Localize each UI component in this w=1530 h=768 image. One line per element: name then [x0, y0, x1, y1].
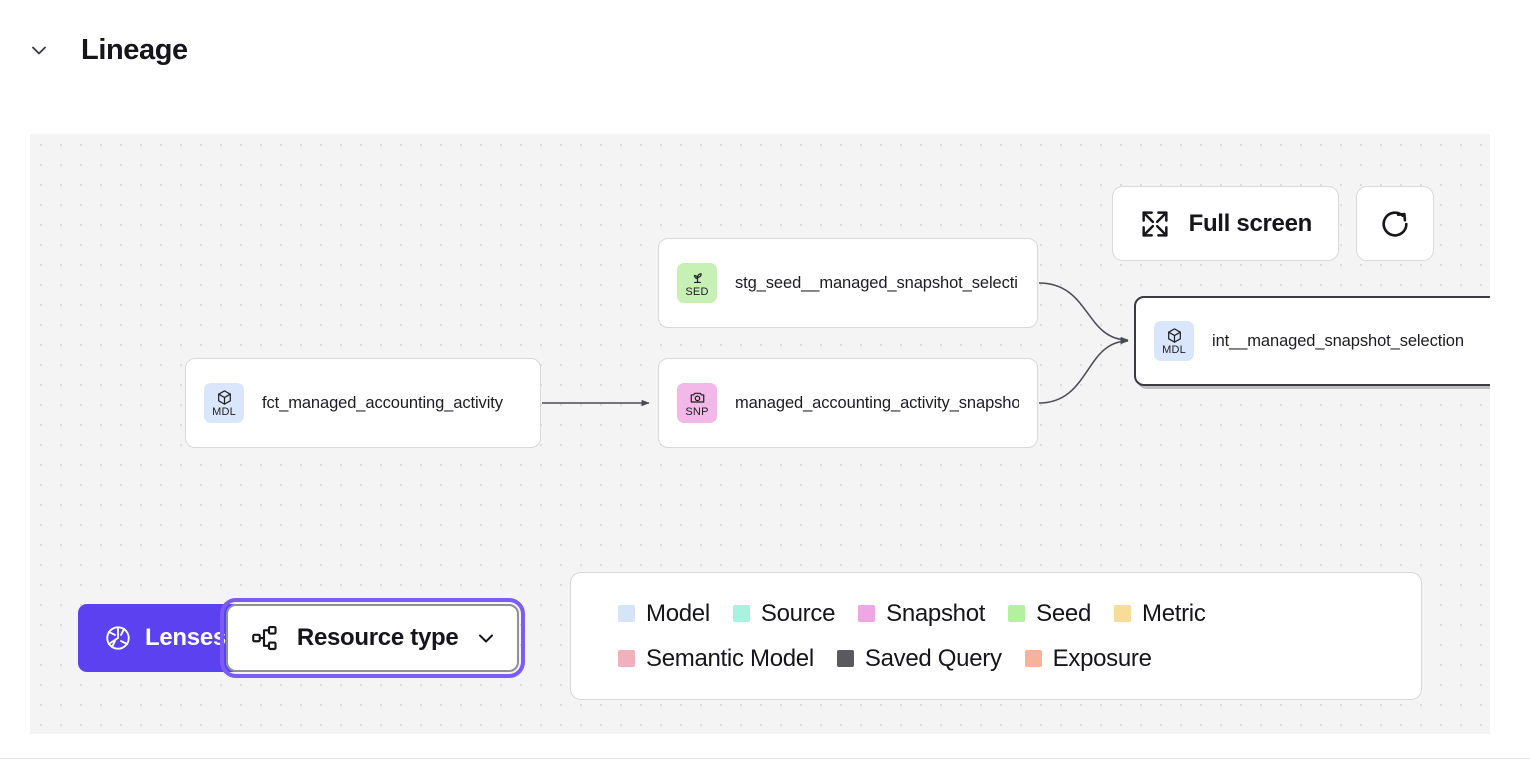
node-badge-seed: SED [677, 263, 717, 303]
expand-icon [1142, 210, 1168, 237]
legend-label: Semantic Model [646, 644, 814, 672]
lineage-node-model-int-selected[interactable]: MDL int__managed_snapshot_selection [1134, 296, 1490, 386]
legend-row-2: Semantic Model Saved Query Exposure [571, 636, 1421, 681]
legend-label: Seed [1036, 599, 1091, 627]
lineage-node-model-fct[interactable]: MDL fct_managed_accounting_activity [185, 358, 541, 448]
legend-item-source: Source [732, 599, 836, 628]
node-badge-abbr: MDL [212, 405, 236, 418]
node-badge-model: MDL [1154, 321, 1194, 361]
lineage-legend: Model Source Snapshot Seed Metric S [570, 572, 1422, 700]
refresh-icon [1382, 210, 1408, 237]
lineage-canvas[interactable]: MDL fct_managed_accounting_activity SED … [30, 134, 1490, 734]
legend-swatch [732, 605, 750, 622]
full-screen-button[interactable]: Full screen [1111, 186, 1339, 261]
chevron-down-icon[interactable] [19, 30, 59, 70]
legend-row-1: Model Source Snapshot Seed Metric [571, 591, 1421, 636]
legend-item-semantic-model: Semantic Model [618, 645, 814, 673]
lineage-section-header: Lineage [0, 0, 1530, 100]
lineage-node-snapshot-snp[interactable]: SNP managed_accounting_activity_snapshot [658, 358, 1038, 448]
lineage-node-seed-stg[interactable]: SED stg_seed__managed_snapshot_selecti..… [658, 238, 1038, 328]
node-badge-abbr: SED [685, 285, 709, 298]
node-badge-abbr: MDL [1162, 343, 1186, 356]
legend-item-model: Model [618, 600, 710, 628]
lenses-button[interactable]: Lenses [78, 604, 254, 672]
edge-stg-to-int [1038, 282, 1129, 344]
cube-icon [1167, 327, 1181, 343]
node-label: managed_accounting_activity_snapshot [735, 393, 1019, 412]
node-label: stg_seed__managed_snapshot_selecti... [735, 273, 1019, 292]
legend-swatch [1008, 605, 1026, 622]
aperture-icon [106, 626, 130, 650]
legend-swatch [836, 650, 854, 667]
legend-label: Model [646, 599, 710, 627]
node-badge-abbr: SNP [685, 405, 709, 418]
bottom-divider [0, 758, 1530, 759]
edge-snp-to-int [1038, 337, 1129, 404]
sprout-icon [693, 272, 702, 283]
full-screen-label: Full screen [1188, 209, 1313, 237]
legend-label: Exposure [1052, 644, 1152, 672]
node-badge-snapshot: SNP [677, 383, 717, 423]
legend-swatch [1024, 650, 1042, 667]
legend-swatch [858, 605, 876, 622]
legend-swatch [618, 650, 635, 667]
camera-icon [690, 392, 704, 403]
lineage-controls: Lenses Resource type [78, 598, 526, 678]
legend-label: Saved Query [864, 644, 1002, 672]
chevron-down-icon [479, 634, 494, 643]
legend-label: Snapshot [886, 599, 986, 627]
page-title: Lineage [81, 33, 188, 66]
legend-item-seed: Seed [1008, 600, 1091, 628]
resource-type-label: Resource type [296, 624, 459, 651]
legend-label: Metric [1142, 599, 1206, 627]
hierarchy-icon [252, 625, 277, 651]
legend-item-saved-query: Saved Query [836, 644, 1002, 673]
legend-item-snapshot: Snapshot [858, 600, 985, 628]
node-badge-model: MDL [204, 383, 244, 423]
legend-swatch [618, 605, 635, 622]
resource-type-dropdown[interactable]: Resource type [219, 598, 526, 678]
legend-label: Source [760, 599, 836, 627]
cube-icon [217, 389, 231, 405]
legend-swatch [1114, 605, 1131, 622]
canvas-toolbar: Full screen [1111, 186, 1434, 261]
legend-item-metric: Metric [1114, 600, 1206, 628]
refresh-button[interactable] [1356, 186, 1434, 261]
legend-item-exposure: Exposure [1024, 644, 1152, 673]
lenses-label: Lenses [145, 624, 226, 651]
node-label: int__managed_snapshot_selection [1212, 331, 1464, 350]
node-label: fct_managed_accounting_activity [262, 393, 503, 412]
